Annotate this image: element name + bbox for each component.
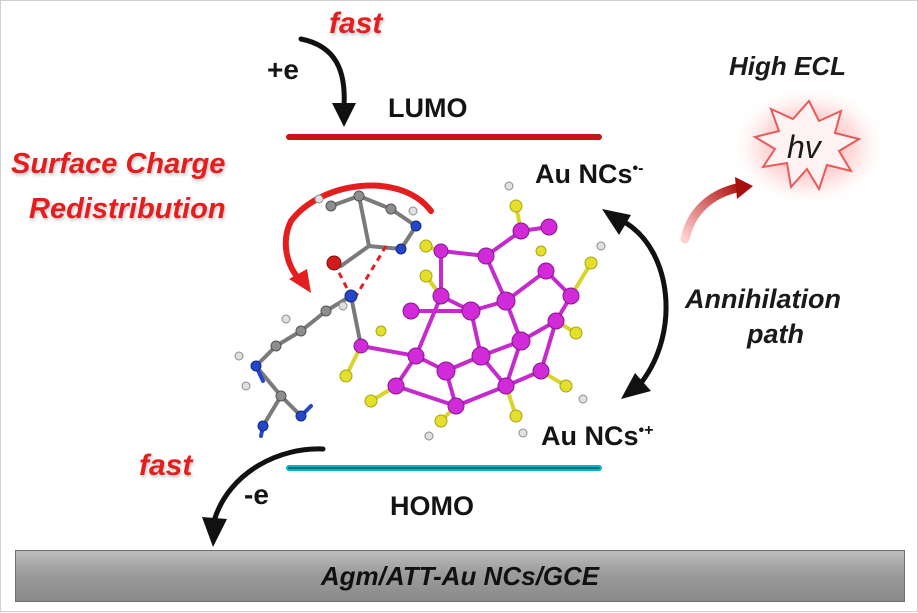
surface-charge-label-line1: Surface Charge [11, 148, 226, 180]
surface-charge-label-line2: Redistribution [29, 193, 226, 225]
high-ecl-label: High ECL [729, 51, 846, 81]
fast-label-bottom: fast [139, 449, 193, 482]
surface-charge-arrow-icon [282, 182, 434, 284]
homo-label: HOMO [390, 491, 474, 521]
annihilation-label-line1: Annihilation [685, 284, 841, 314]
electrode-bar: Agm/ATT-Au NCs/GCE [15, 550, 905, 602]
emission-arrow-icon [680, 182, 746, 244]
au-ncs-cation-label: Au NCs•+ [541, 421, 654, 451]
annihilation-label-line2: path [747, 319, 804, 349]
electron-injection-arrow-icon [298, 36, 347, 109]
au-ncs-anion-label: Au NCs•- [535, 159, 644, 189]
hv-label: hv [787, 129, 821, 165]
minus-e-label: -e [244, 479, 269, 510]
lumo-label: LUMO [388, 93, 468, 123]
fast-label-top: fast [329, 7, 383, 40]
plus-e-label: +e [267, 54, 299, 85]
annihilation-arrow-icon [623, 220, 669, 386]
molecule-illustration [234, 181, 606, 441]
electron-removal-arrow-icon [211, 446, 326, 524]
starburst-icon [752, 99, 862, 192]
electrode-label: Agm/ATT-Au NCs/GCE [320, 560, 600, 591]
